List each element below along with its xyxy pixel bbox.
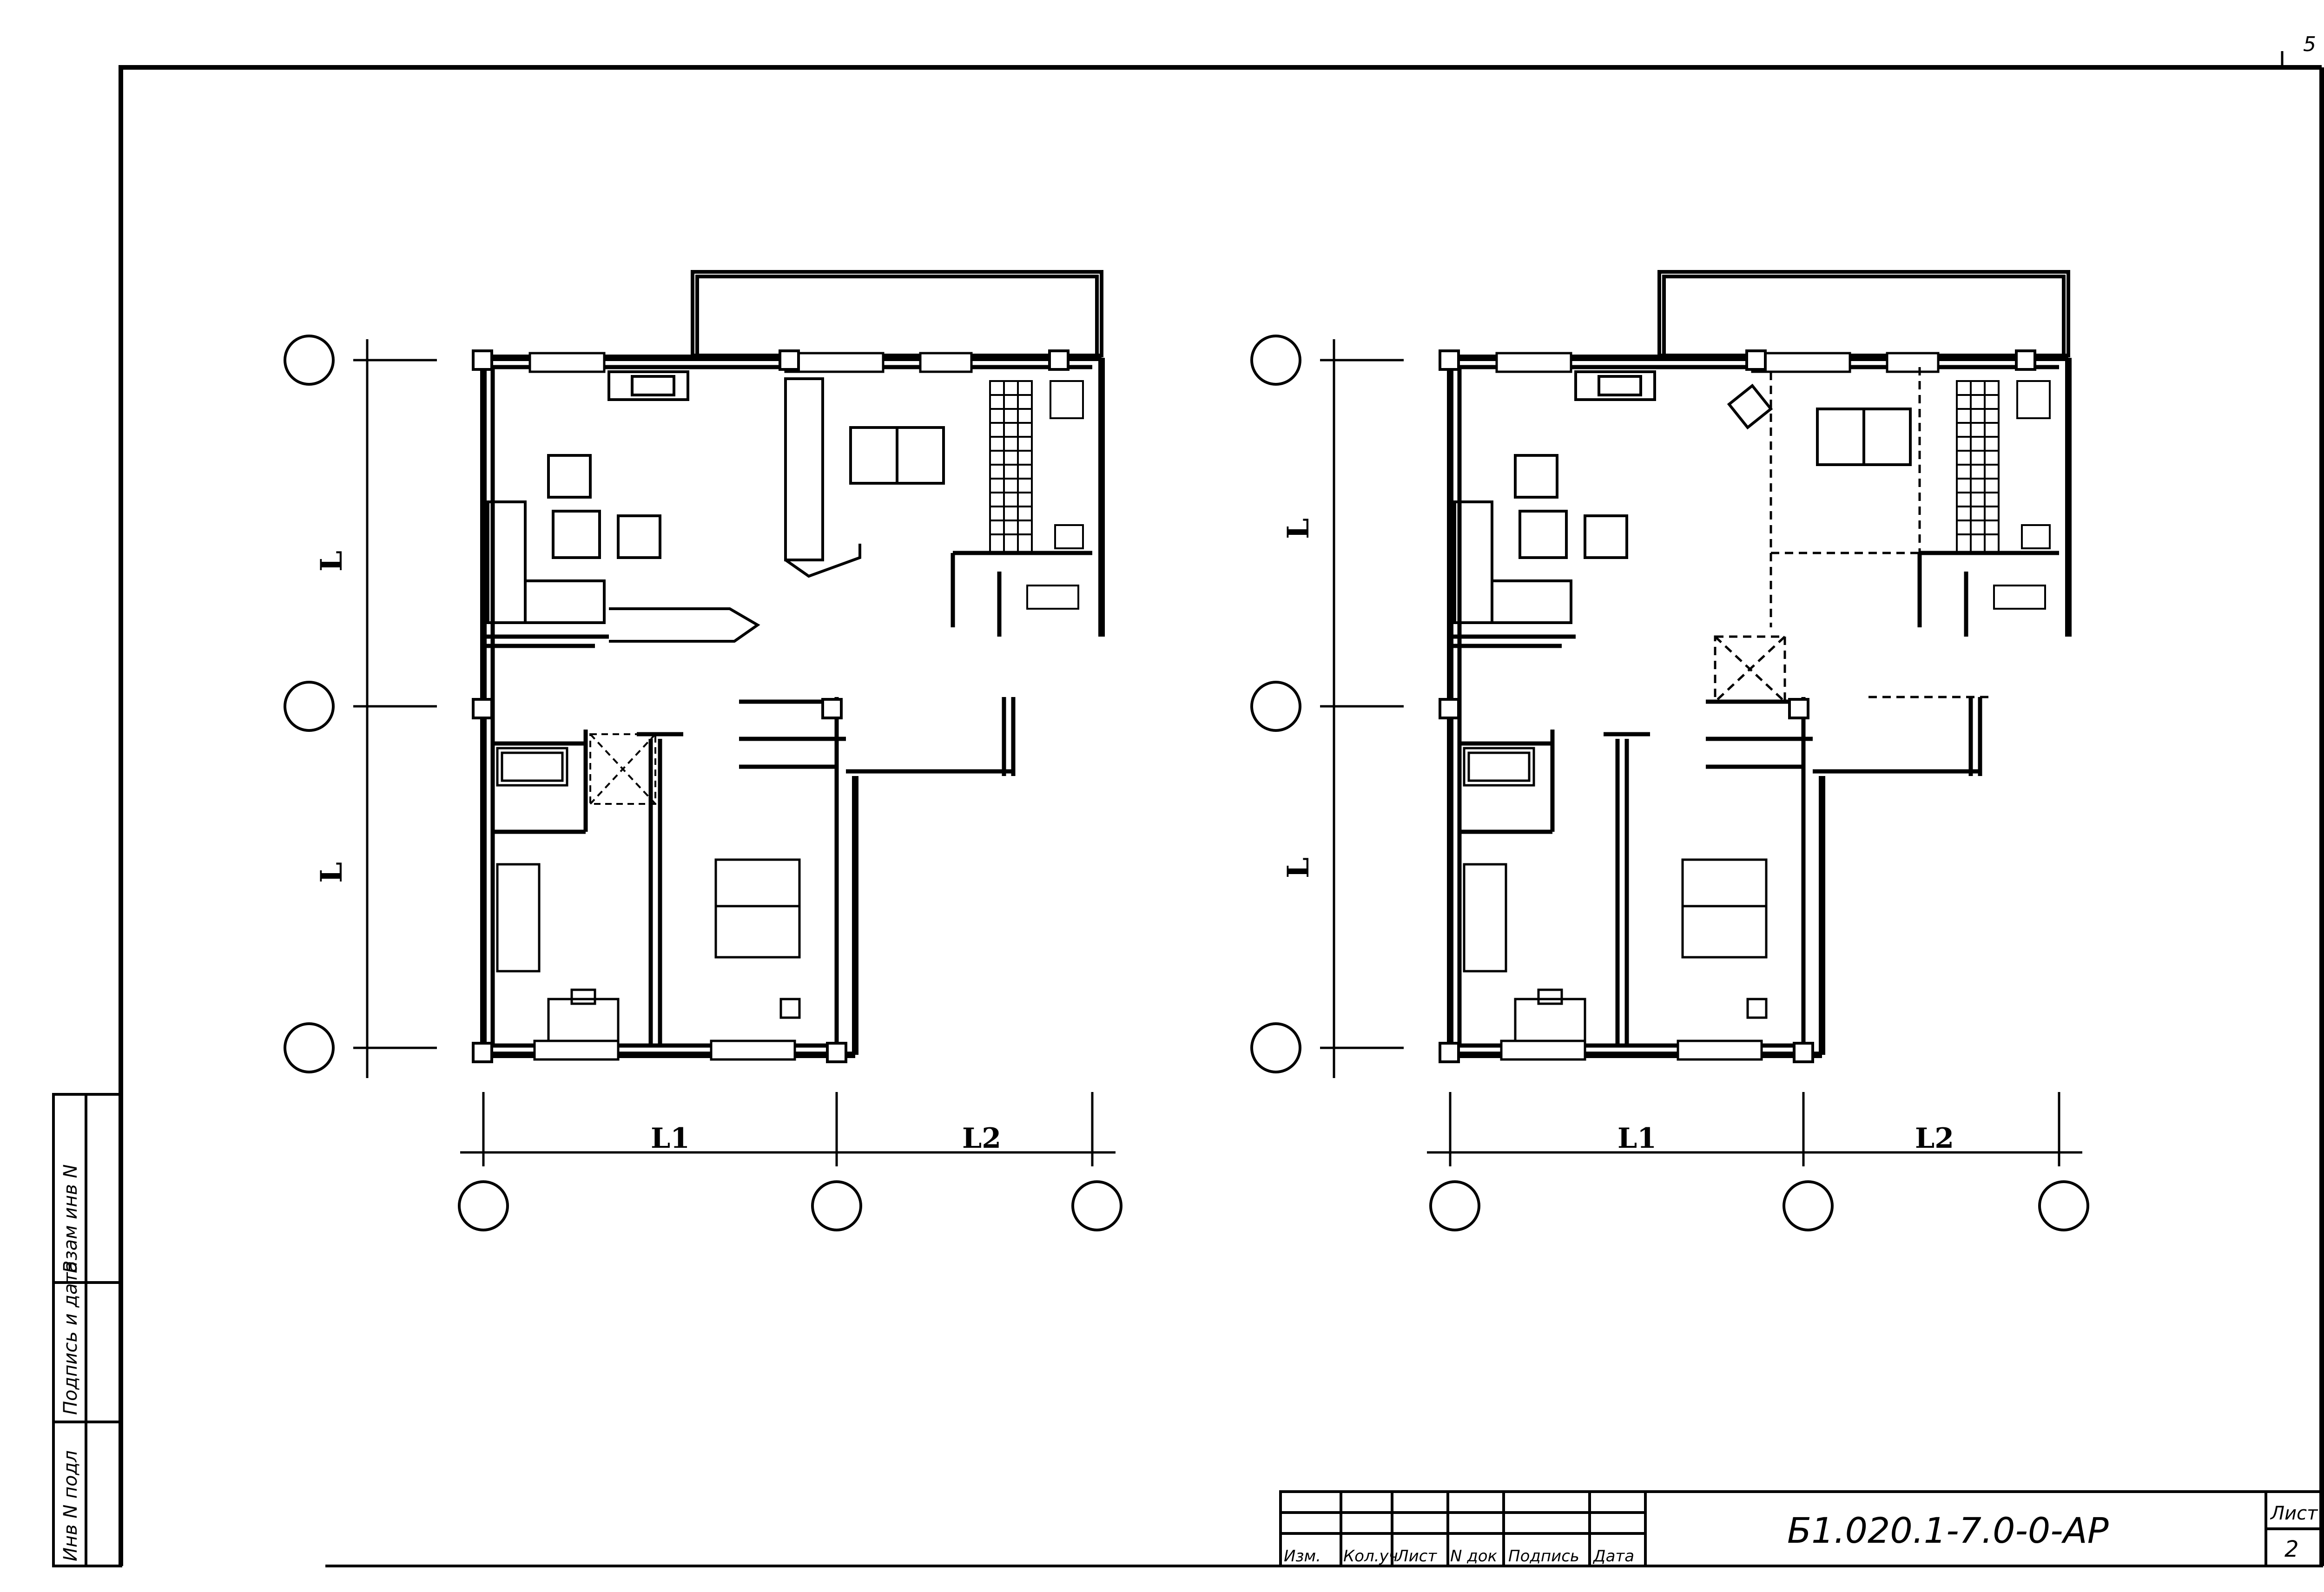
- title-block: [1279, 1490, 2323, 1567]
- document-code: Б1.020.1-7.0-0-АР: [1787, 1510, 2109, 1551]
- dim-label-right-v2: L: [1281, 857, 1316, 878]
- corner-mark: 5: [2303, 33, 2316, 56]
- side-stamp: [52, 1093, 122, 1567]
- title-header-list: Лист: [1396, 1547, 1437, 1566]
- side-stamp-col1: Инв N подл: [60, 1450, 81, 1561]
- side-stamp-col2: Подпись и дата: [60, 1261, 81, 1415]
- dim-label-right-h2: L2: [1915, 1122, 1954, 1155]
- sheet-number: 2: [2284, 1536, 2299, 1562]
- axis-bubbles-right: [1252, 336, 2088, 1230]
- title-header-izm: Изм.: [1284, 1547, 1321, 1566]
- title-header-data: Дата: [1592, 1547, 1634, 1566]
- dimension-lines-right: [1320, 339, 2082, 1166]
- title-header-podpis: Подпись: [1508, 1547, 1579, 1566]
- dim-label-right-v1: L: [1281, 518, 1316, 539]
- dim-label-left-v1: L: [314, 551, 349, 572]
- title-header-kol: Кол.уч: [1343, 1547, 1398, 1566]
- dim-label-left-h1: L1: [651, 1122, 690, 1155]
- sheet-label: Лист: [2270, 1503, 2318, 1524]
- axis-bubbles-left: [285, 336, 1121, 1230]
- dimension-lines-left: [353, 339, 1116, 1166]
- floor-plan-right: [1440, 272, 2068, 1062]
- dim-label-left-v2: L: [314, 862, 349, 883]
- dim-label-right-h1: L1: [1618, 1122, 1657, 1155]
- side-stamp-col3: Взам инв N: [60, 1164, 81, 1273]
- dim-label-left-h2: L2: [962, 1122, 1001, 1155]
- floor-plan-left: [473, 272, 1102, 1062]
- title-header-ndoc: N док: [1450, 1547, 1498, 1566]
